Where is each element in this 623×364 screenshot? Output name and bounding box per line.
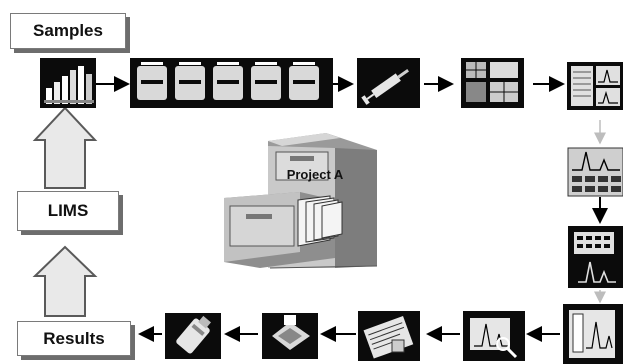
syringe-icon [357, 58, 420, 108]
report-sheet-icon [563, 304, 623, 364]
up-arrow-lims-to-samples [32, 106, 98, 189]
chromatogram-screens-icon [567, 62, 623, 110]
autosampler-tray-icon [130, 58, 333, 108]
lims-label: LIMS [47, 201, 89, 220]
spectrum-monitor-icon [568, 226, 623, 288]
lims-label-box: LIMS [17, 191, 119, 231]
peak-report-icon [567, 147, 623, 197]
file-cabinet-icon [224, 133, 378, 269]
sample-rack-icon [40, 58, 96, 108]
samples-label-box: Samples [10, 13, 126, 49]
printed-report-icon [358, 311, 420, 361]
usb-drive-icon [165, 313, 221, 359]
samples-label: Samples [33, 21, 103, 40]
up-arrow-results-to-lims [32, 245, 98, 317]
cabinet-drawer-label: Project A [286, 167, 344, 182]
data-grid-icon [461, 58, 524, 108]
results-label: Results [43, 328, 105, 348]
results-label-box: Results [17, 321, 131, 356]
export-print-icon [262, 313, 318, 359]
peak-zoom-icon [463, 311, 525, 361]
